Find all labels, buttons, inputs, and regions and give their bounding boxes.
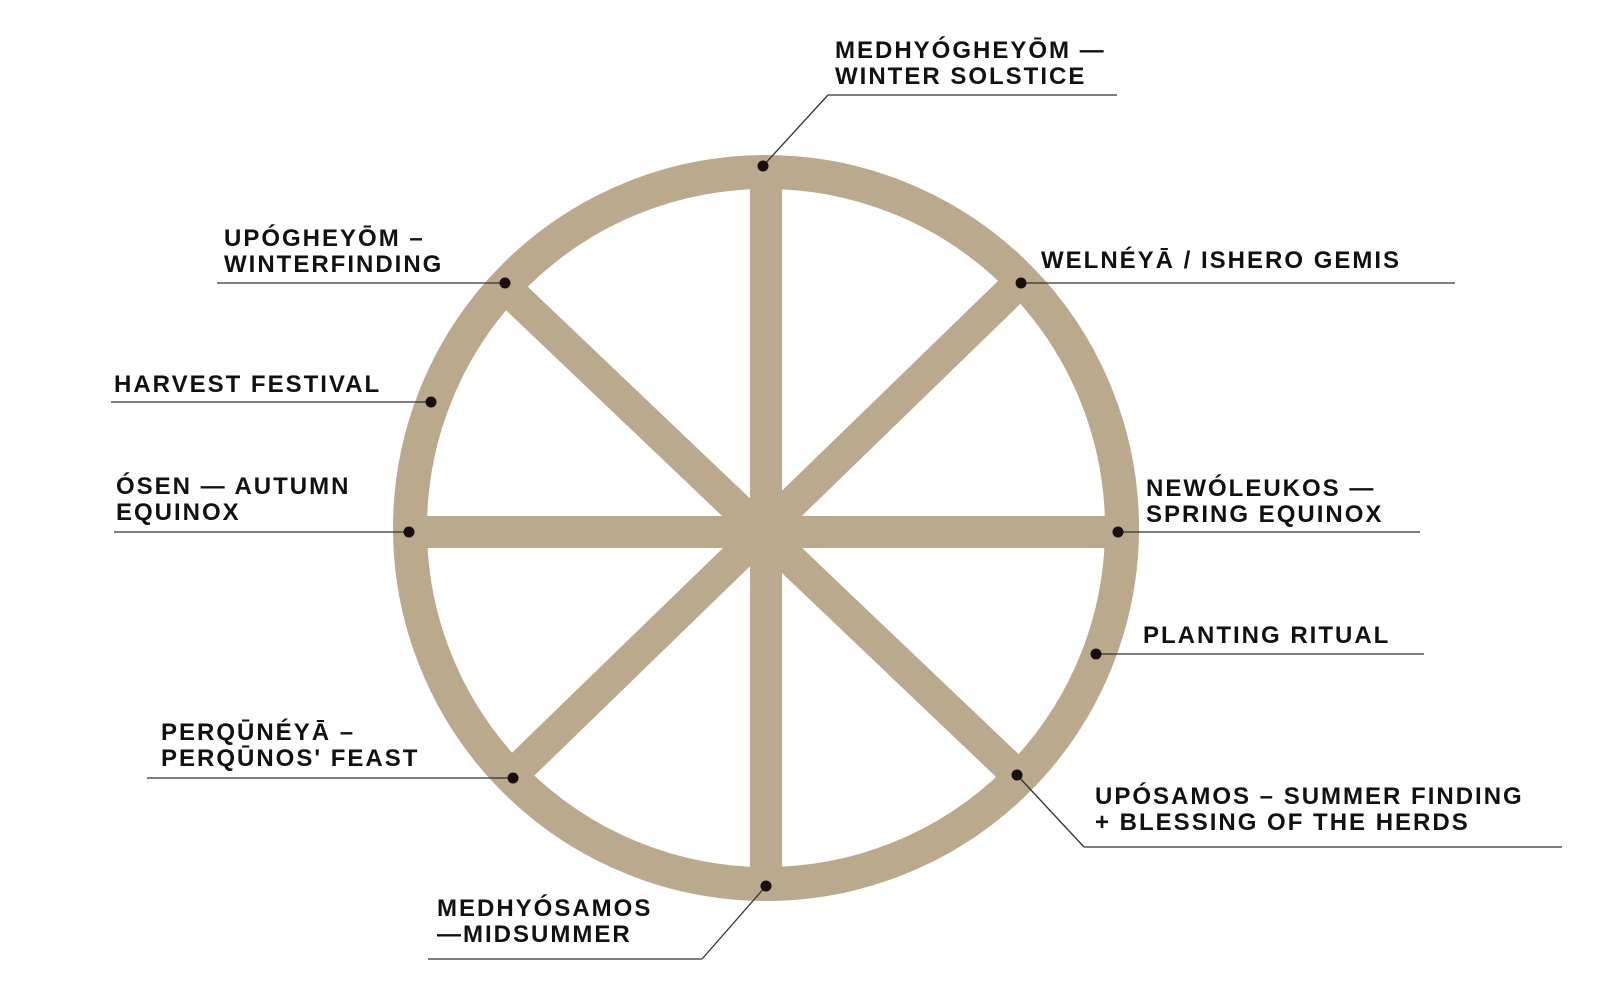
festival-label-text: MEDHYÓSAMOS: [437, 894, 652, 922]
spoke-diagonal-up: [500, 268, 1034, 787]
label-leader-line: [701, 885, 767, 960]
festival-label-text: SPRING EQUINOX: [1146, 501, 1383, 528]
festival-marker-dot: [760, 880, 772, 892]
festival-marker-dot: [1112, 526, 1124, 538]
festival-label-planting-ritual: PLANTING RITUAL: [1090, 622, 1424, 660]
festival-label-spring-equinox: NEWÓLEUKOS —SPRING EQUINOX: [1112, 474, 1420, 538]
festival-marker-dot: [757, 160, 769, 172]
festival-label-text: UPÓGHEYŌM –: [224, 224, 425, 252]
festival-label-text: HARVEST FESTIVAL: [114, 371, 381, 398]
festival-label-perqunos-feast: PERQŪNÉYĀ –PERQŪNOS' FEAST: [147, 718, 519, 784]
festival-marker-dot: [1090, 648, 1102, 660]
festival-label-text: —MIDSUMMER: [437, 921, 632, 948]
festival-marker-dot: [1011, 769, 1023, 781]
festival-label-text: PERQŪNOS' FEAST: [161, 745, 419, 772]
label-leader-line: [1016, 774, 1085, 848]
festival-marker-dot: [507, 772, 519, 784]
festival-label-text: ÓSEN — AUTUMN: [116, 472, 350, 500]
festival-label-summer-finding: UPÓSAMOS – SUMMER FINDING+ BLESSING OF T…: [1011, 769, 1562, 848]
festival-label-welneya: WELNÉYĀ / ISHERO GEMIS: [1015, 246, 1455, 289]
label-leader-line: [762, 94, 829, 167]
festival-label-text: NEWÓLEUKOS —: [1146, 474, 1375, 502]
festival-marker-dot: [1015, 277, 1027, 289]
festival-label-text: WELNÉYĀ / ISHERO GEMIS: [1041, 246, 1401, 274]
festival-label-text: EQUINOX: [116, 499, 241, 526]
festival-label-text: WINTERFINDING: [224, 251, 443, 278]
festival-marker-dot: [499, 277, 511, 289]
festival-label-text: PLANTING RITUAL: [1143, 622, 1390, 649]
festival-label-winterfinding: UPÓGHEYŌM –WINTERFINDING: [217, 224, 511, 289]
festival-label-text: WINTER SOLSTICE: [835, 63, 1086, 90]
festival-label-text: + BLESSING OF THE HERDS: [1095, 809, 1470, 836]
festival-label-midsummer: MEDHYÓSAMOS—MIDSUMMER: [428, 880, 772, 960]
festival-label-harvest-festival: HARVEST FESTIVAL: [111, 371, 437, 408]
festival-label-text: UPÓSAMOS – SUMMER FINDING: [1095, 782, 1524, 810]
festival-label-text: MEDHYÓGHEYŌM —: [835, 36, 1106, 64]
festival-labels: MEDHYÓGHEYŌM —WINTER SOLSTICE WELNÉYĀ / I…: [111, 36, 1562, 960]
festival-label-text: PERQŪNÉYĀ –: [161, 718, 355, 746]
festival-marker-dot: [425, 396, 437, 408]
festival-marker-dot: [403, 526, 415, 538]
festival-label-winter-solstice: MEDHYÓGHEYŌM —WINTER SOLSTICE: [757, 36, 1117, 172]
